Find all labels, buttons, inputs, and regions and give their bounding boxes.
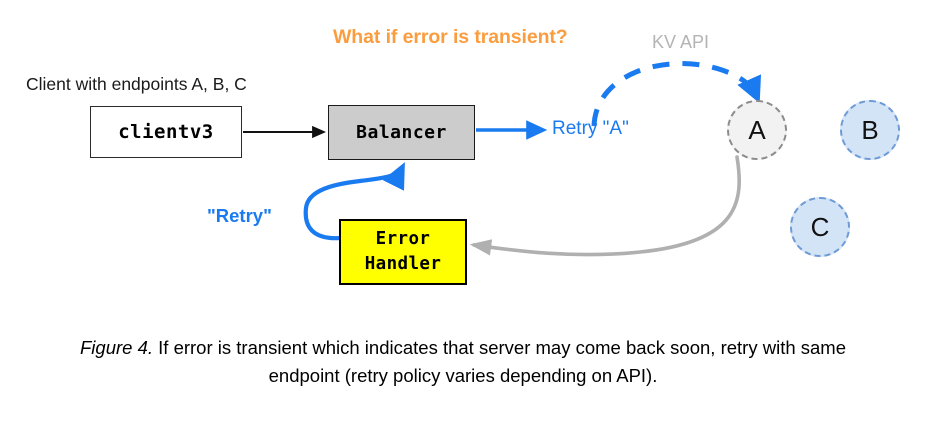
arrow-endpoint-a-to-error-handler: [469, 155, 741, 257]
error-handler-line-1: Error: [375, 228, 431, 249]
retry-signal-label: "Retry": [207, 205, 272, 226]
endpoint-circle-c: C: [790, 197, 850, 257]
balancer-node: Balancer: [328, 105, 475, 160]
endpoint-circle-b: B: [840, 100, 900, 160]
error-handler-node: Error Handler: [339, 219, 467, 285]
error-handler-line-2: Handler: [364, 254, 442, 274]
kv-api-label: KV API: [652, 32, 710, 52]
figure-caption: Figure 4. If error is transient which in…: [63, 334, 863, 390]
clientv3-node: clientv3: [90, 106, 242, 158]
retry-a-label: Retry "A": [552, 118, 629, 139]
client-endpoints-label: Client with endpoints A, B, C: [26, 74, 247, 94]
endpoint-circle-a: A: [727, 100, 787, 160]
figure-caption-text: If error is transient which indicates th…: [153, 337, 846, 387]
figure-number: Figure 4.: [80, 337, 154, 358]
transient-error-question-label: What if error is transient?: [333, 26, 568, 48]
